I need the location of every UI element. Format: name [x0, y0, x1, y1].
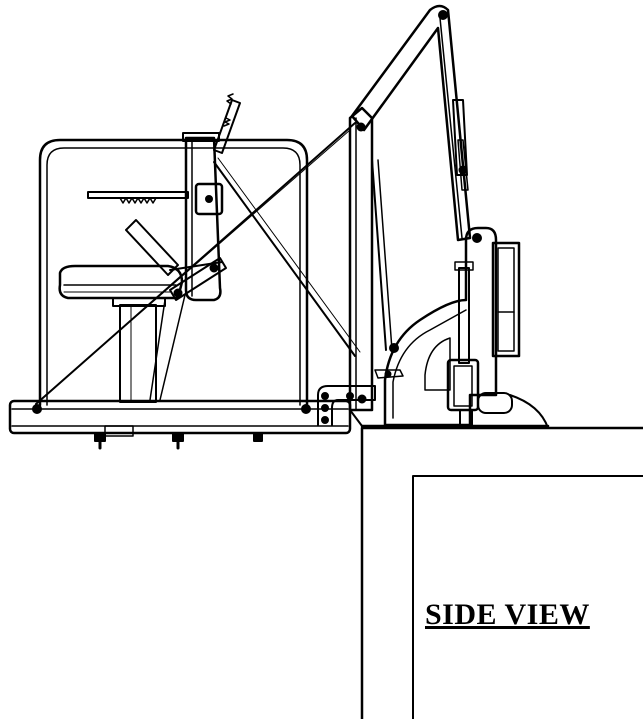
- seat-pedestal: [113, 295, 185, 402]
- base-bracket: [318, 386, 548, 426]
- armrest-frame: [40, 140, 307, 405]
- diagonal-straps: [36, 123, 360, 404]
- handle-horizontal: [88, 192, 188, 203]
- leg-rest: [126, 220, 226, 300]
- motor-actuator: [448, 262, 548, 428]
- boom-actuator: [372, 100, 468, 350]
- view-caption: SIDE VIEW: [425, 598, 590, 631]
- drive-housing: [375, 228, 496, 425]
- handle-vertical: [214, 94, 240, 153]
- mast-column: [350, 108, 372, 410]
- pool-deck-block: [362, 428, 643, 719]
- battery-box: [493, 243, 519, 356]
- base-plate: [10, 401, 350, 448]
- boom-arm: [352, 6, 470, 240]
- seat: [60, 266, 182, 298]
